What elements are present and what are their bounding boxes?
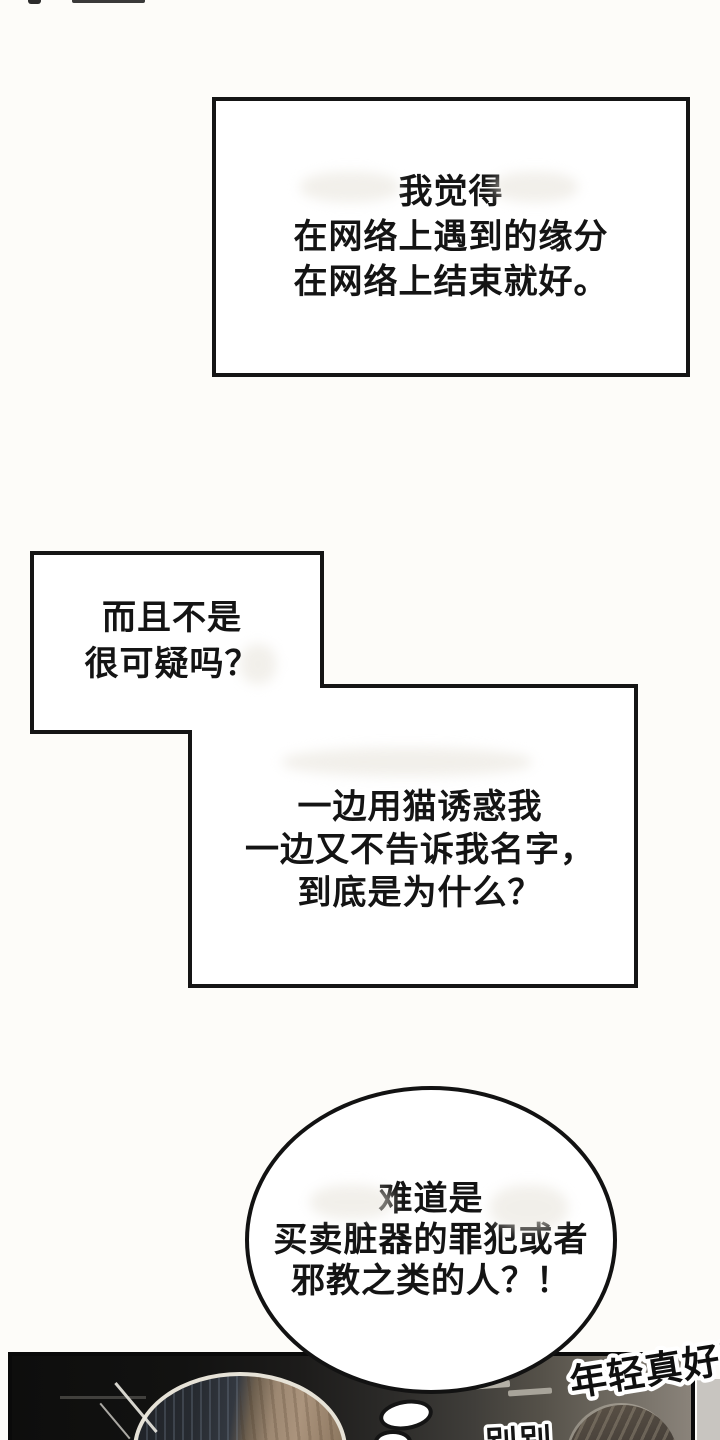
dialog-line: 一边用猫诱惑我 <box>297 787 543 827</box>
dialog-line: 在网络上结束就好。 <box>293 261 609 302</box>
erased-text-smudge <box>282 748 532 776</box>
dialog-line: 很可疑吗？ <box>84 644 260 684</box>
dialog-line: 邪教之类的人？！ <box>291 1260 571 1301</box>
torn-panel-remnant <box>28 0 41 4</box>
dialog-line: 在网络上遇到的缘分 <box>293 216 609 257</box>
dialog-line: 到底是为什么？ <box>297 873 543 913</box>
hair-lit-strands <box>240 1376 343 1440</box>
hair-highlight-strands <box>568 1405 678 1440</box>
svg-text:别别: 别别 <box>484 1420 554 1440</box>
erased-text-smudge <box>490 1185 568 1231</box>
sfx-text-bottom-partial: 别别 <box>481 1417 558 1440</box>
foreground-character-head <box>137 1376 343 1440</box>
dialog-line: 难道是 <box>378 1178 484 1219</box>
speech-polygon-lower-text: 一边用猫诱惑我 一边又不告诉我名字， 到底是为什么？ <box>205 786 635 915</box>
torn-panel-remnant <box>72 0 145 3</box>
adjacent-panel-sliver <box>697 1379 720 1440</box>
speech-box-rect: 我觉得 在网络上遇到的缘分 在网络上结束就好。 <box>212 97 690 377</box>
erased-text-smudge <box>300 172 400 202</box>
speech-polygon-upper-text: 而且不是 很可疑吗？ <box>42 595 302 687</box>
dialog-line: 我觉得 <box>398 171 504 212</box>
monitor-edge-highlight <box>60 1396 146 1399</box>
sfx-text-young-is-nice: 年轻真好啊 <box>562 1328 720 1409</box>
speech-box-rect-text: 我觉得 在网络上遇到的缘分 在网络上结束就好。 <box>294 170 609 305</box>
thought-bubble-text: 难道是 买卖脏器的罪犯或者 邪教之类的人？！ <box>274 1179 589 1302</box>
erased-text-smudge <box>240 644 276 684</box>
erased-text-smudge <box>492 172 578 202</box>
thought-bubble: 难道是 买卖脏器的罪犯或者 邪教之类的人？！ <box>245 1086 617 1394</box>
dialog-line: 而且不是 <box>102 598 242 638</box>
dialog-line: 一边又不告诉我名字， <box>245 830 595 870</box>
svg-text:年轻真好啊: 年轻真好啊 <box>567 1333 720 1405</box>
background-character-head <box>568 1405 678 1440</box>
erased-text-smudge <box>310 1185 394 1219</box>
